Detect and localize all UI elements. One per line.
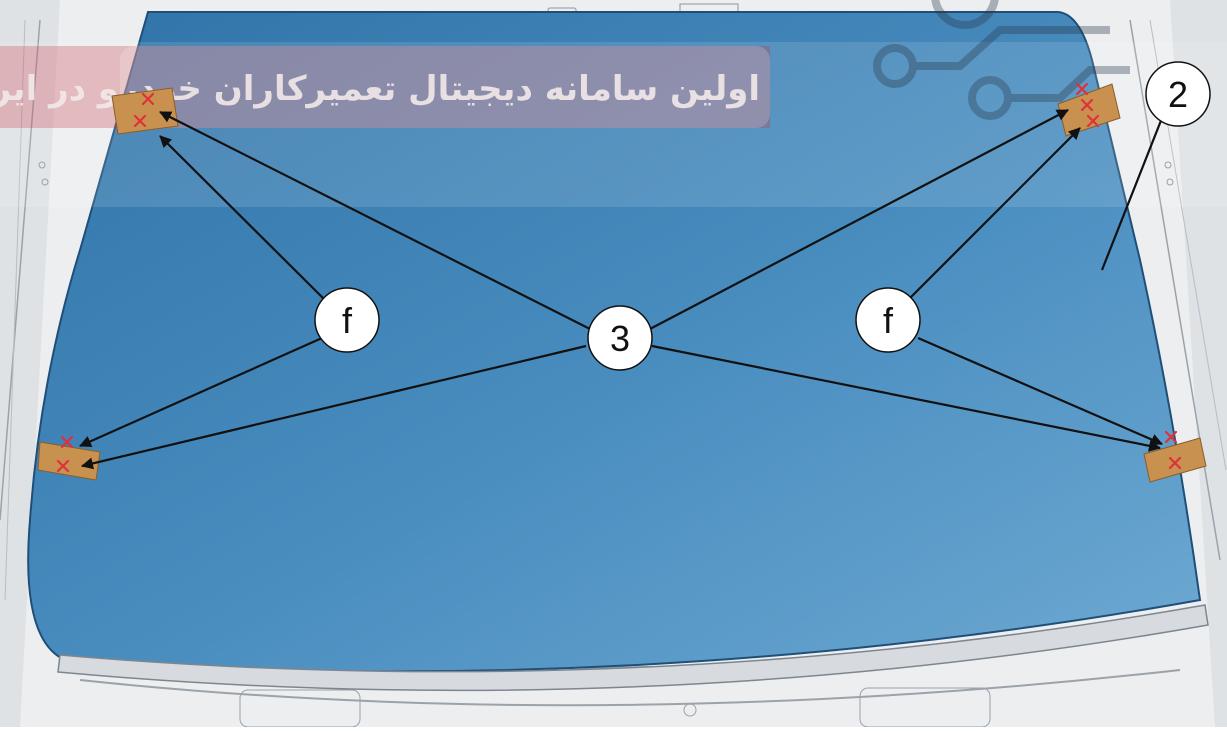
callout-f-right-label: f: [883, 300, 894, 341]
arrow-3-to-top-right: [647, 109, 1069, 331]
arrow-3-to-bottom-left: [81, 344, 587, 470]
tape-pad-bottom-right: [1143, 430, 1207, 483]
tape-pad-bottom-left: [37, 435, 101, 481]
arrow-f-left-to-top-left: [159, 135, 326, 301]
cross-mark-icon: [1164, 430, 1182, 470]
cross-mark-icon: [56, 435, 74, 473]
arrow-3-to-bottom-right: [651, 344, 1161, 452]
callout-f-right: f: [855, 287, 921, 353]
arrow-f-right-to-top-right: [909, 127, 1081, 299]
callout-2-label: 2: [1168, 74, 1188, 115]
arrow-f-left-to-bottom-left: [79, 336, 323, 448]
cross-mark-icon: [133, 92, 155, 128]
circuit-logo-icon: [873, 0, 1130, 120]
cowl-strip: [57, 604, 1209, 692]
callout-3-label: 3: [610, 318, 630, 359]
leader-lines: [79, 109, 1164, 470]
tape-pad-top-right: [1057, 82, 1121, 137]
watermark: اولین سامانه دیجیتال تعمیرکاران خودرو در…: [0, 0, 1227, 207]
tape-pad-top-left: [111, 87, 179, 135]
leader-2-to-glass: [1100, 117, 1164, 271]
callout-3: 3: [587, 305, 653, 371]
callout-f-left: f: [314, 287, 380, 353]
arrow-3-to-top-left: [159, 111, 593, 331]
callout-2: 2: [1145, 61, 1211, 127]
cross-mark-icon: [1075, 82, 1100, 128]
arrow-f-right-to-bottom-right: [917, 336, 1163, 446]
callout-f-left-label: f: [342, 300, 353, 341]
